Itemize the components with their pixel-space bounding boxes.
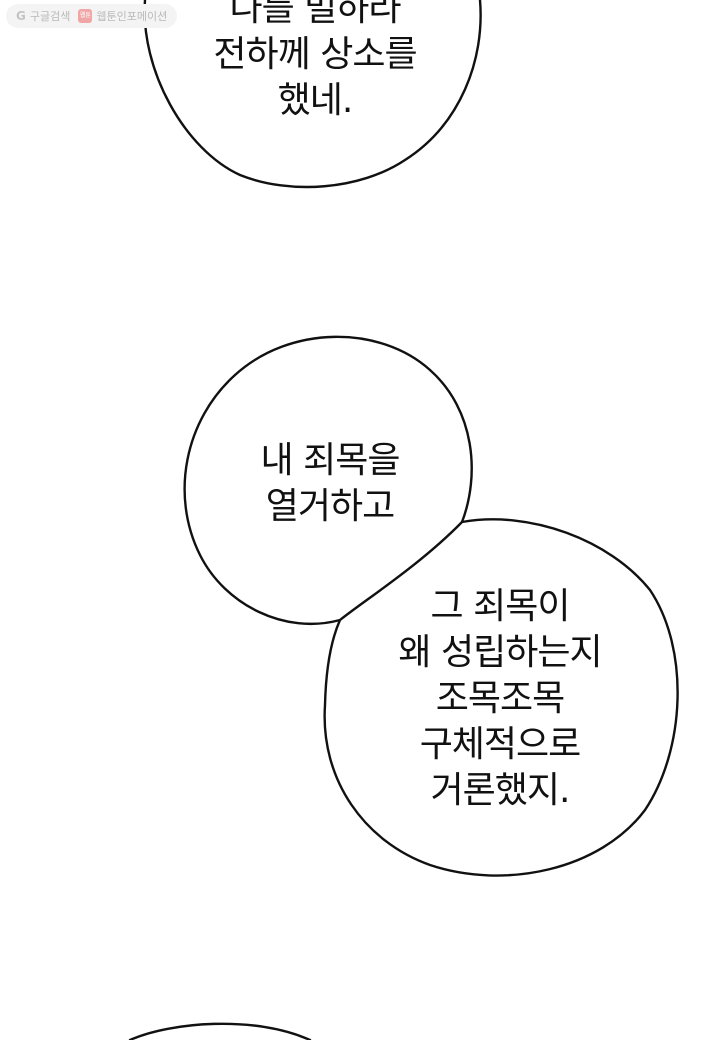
speech-bubble-top (143, 0, 482, 189)
watermark: G 구글검색 웹툰 웹툰인포메이션 (6, 4, 178, 28)
bubble-text-top: 나를 벌하라 전하께 상소를 했네. (170, 0, 460, 124)
google-icon: G (16, 9, 26, 23)
webtoon-icon: 웹툰 (78, 9, 93, 23)
watermark-site-label: 웹툰인포메이션 (96, 10, 168, 23)
speech-bubble-middle (183, 335, 473, 625)
bubble-text-middle: 내 죄목을 열거하고 (210, 438, 450, 530)
speech-bubble-large (323, 518, 679, 877)
bubble-line: 했네. (277, 80, 354, 121)
bubble-line: 나를 벌하라 (229, 0, 401, 29)
bubble-line: 그 죄목이 (430, 586, 571, 627)
bubble-line: 전하께 상소를 (213, 34, 417, 75)
bubble-line: 조목조목 (435, 678, 565, 719)
bubble-line: 열거하고 (265, 486, 395, 527)
watermark-search-label: 구글검색 (29, 10, 71, 23)
bubble-line: 내 죄목을 (260, 440, 401, 481)
bubble-line: 구체적으로 (419, 724, 582, 765)
bubble-line: 거론했지. (430, 770, 571, 811)
speech-bubble-bottom (128, 1022, 312, 1040)
bubble-line: 왜 성립하는지 (398, 632, 602, 673)
bubble-text-large: 그 죄목이 왜 성립하는지 조목조목 구체적으로 거론했지. (360, 584, 640, 814)
